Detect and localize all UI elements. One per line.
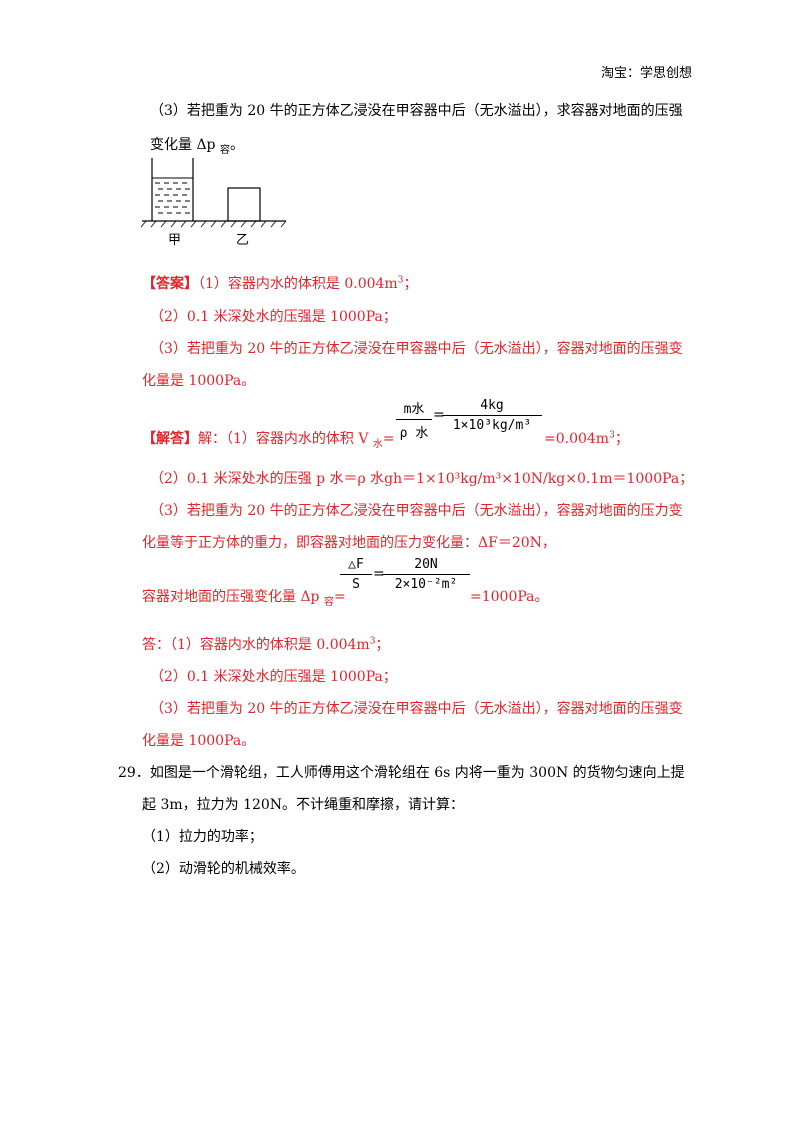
q29-item-1: （1）拉力的功率； — [142, 829, 263, 845]
solution-line-1: 【解答】解：（1）容器内水的体积 V 水= — [142, 431, 395, 450]
solution-tag: 【解答】 — [142, 431, 198, 447]
figure-label-jia: 甲 — [168, 233, 182, 248]
solution-line-3: （3）若把重为 20 牛的正方体乙浸没在甲容器中后（无水溢出），容器对地面的压力… — [150, 503, 683, 519]
solution-pressure-result: =1000Pa。 — [470, 589, 549, 605]
answer-line-1: 【答案】（1）容器内水的体积是 0.004m3； — [142, 275, 418, 292]
answer-tag: 【答案】 — [142, 276, 198, 292]
solution-line-5: 容器对地面的压强变化量 Δp 容= — [142, 589, 346, 608]
answer-line-3: （3）若把重为 20 牛的正方体乙浸没在甲容器中后（无水溢出），容器对地面的压强… — [150, 341, 683, 357]
q28-part3-line2: 变化量 Δp 容。 — [150, 137, 244, 156]
header-shop-label: 淘宝：学思创想 — [600, 66, 692, 81]
q29-line-1: 29．如图是一个滑轮组，工人师傅用这个滑轮组在 6s 内将一重为 300N 的货… — [118, 765, 685, 781]
solution-volume-result: =0.004m3； — [544, 430, 629, 447]
answer-line-2: （2）0.1 米深处水的压强是 1000Pa； — [150, 309, 397, 325]
final-line-3: （3）若把重为 20 牛的正方体乙浸没在甲容器中后（无水溢出），容器对地面的压强… — [150, 701, 683, 717]
final-line-1: 答：（1）容器内水的体积是 0.004m3； — [142, 636, 390, 653]
figure-label-yi: 乙 — [236, 233, 250, 248]
solution-line-4: 化量等于正方体的重力，即容器对地面的压力变化量：ΔF＝20N， — [142, 535, 556, 551]
solution-line-2: （2）0.1 米深处水的压强 p 水＝ρ 水gh＝1×10³kg/m³×10N/… — [150, 471, 694, 487]
q29-item-2: （2）动滑轮的机械效率。 — [142, 861, 305, 877]
final-line-4: 化量是 1000Pa。 — [142, 733, 256, 749]
answer-line-4: 化量是 1000Pa。 — [142, 373, 256, 389]
final-line-2: （2）0.1 米深处水的压强是 1000Pa； — [150, 669, 397, 685]
q29-line-2: 起 3m，拉力为 120N。不计绳重和摩擦，请计算： — [142, 797, 465, 813]
q28-part3-line1: （3）若把重为 20 牛的正方体乙浸没在甲容器中后（无水溢出），求容器对地面的压… — [150, 103, 683, 119]
container-cube-figure — [140, 158, 287, 228]
